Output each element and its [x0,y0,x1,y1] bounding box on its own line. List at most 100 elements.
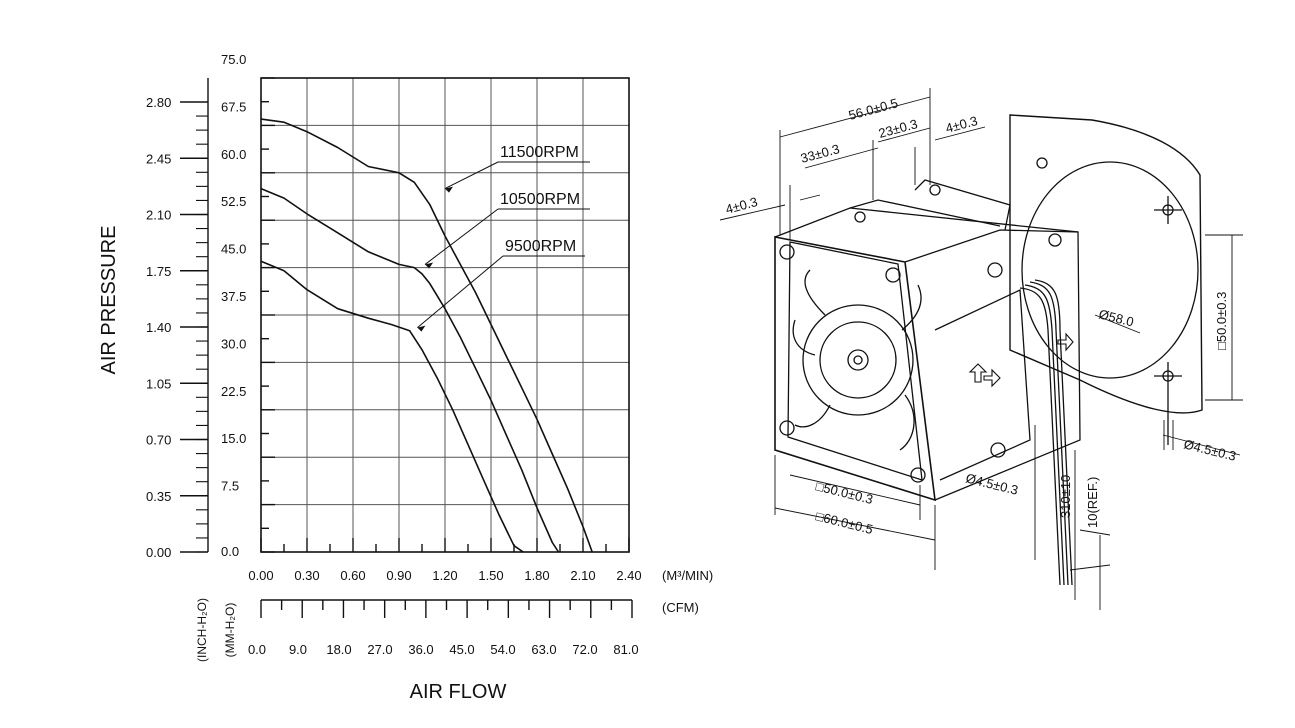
y-tick-inch: 1.75 [146,264,171,279]
rotation-arrow-icon [968,363,988,383]
fan-side-face [934,289,1031,481]
x-axis-title: AIR FLOW [410,681,507,703]
fan-dimension-drawing [719,88,1243,610]
fan-front-frame [774,236,936,502]
x-tick-cfm: 81.0 [613,642,638,657]
y-axis-inch: 0.000.350.701.051.401.752.102.452.80 [146,78,209,560]
lead-wire-4 [1034,279,1073,586]
rear-hole-br [990,442,1006,458]
dim-guard-depth: 23±0.3 [877,116,919,141]
front-hole-br [910,467,926,483]
y-tick-inch: 1.40 [146,320,171,335]
x-tick-m3min: 2.40 [616,568,641,583]
x-tick-cfm: 9.0 [289,642,307,657]
x-tick-m3min: 1.20 [432,568,457,583]
front-hole-tl [779,244,795,260]
front-hole-bl [779,420,795,436]
dim-strip-length: 10(REF.) [1085,477,1100,528]
y-tick-mm: 60.0 [221,147,246,162]
x-tick-cfm: 27.0 [367,642,392,657]
y-tick-mm: 30.0 [221,336,246,351]
x-unit-secondary: (CFM) [662,600,699,615]
y-tick-mm: 37.5 [221,289,246,304]
pq-curve-chart: 0.000.350.701.051.401.752.102.452.80 0.0… [98,52,713,703]
series-leader-line [444,161,499,190]
front-hole-tr [885,267,901,283]
dim-lead-length: 310±10 [1058,475,1073,518]
y-tick-mm: 52.5 [221,194,246,209]
dimension-lines [719,88,1243,610]
blade-5 [792,319,816,356]
dim-flange-right: 4±0.3 [944,113,979,136]
dim-hole-spacing-front: □50.0±0.3 [814,478,874,507]
y-tick-mm: 0.0 [221,544,239,559]
x-tick-m3min: 0.00 [248,568,273,583]
dim-hole-dia-front: Ø4.5±0.3 [964,470,1019,497]
dim-overall-length: 56.0±0.5 [847,95,900,123]
y-tick-inch: 0.00 [146,545,171,560]
series-leader-line [417,255,504,329]
top-hole-b [929,184,941,196]
y-tick-inch: 2.45 [146,151,171,166]
airflow-arrow-side-icon [1057,332,1074,352]
y-tick-inch: 0.35 [146,489,171,504]
series-label-10500RPM: 10500RPM [500,191,580,208]
series-leader-arrow [417,325,426,332]
chart-grid [261,78,629,552]
dim-hole-dia-side: Ø4.5±0.3 [1182,436,1237,463]
series-leader-arrow [445,186,453,193]
dim-frame-size: □60.0±0.5 [814,508,874,537]
fan-top-rim [849,199,1001,227]
x-tick-m3min: 2.10 [570,568,595,583]
impeller-shaft-outer [847,349,869,371]
y-tick-inch: 0.70 [146,433,171,448]
top-hole-a [854,211,866,223]
y-unit-primary: (INCH-H₂O) [195,598,209,662]
x-tick-cfm: 63.0 [531,642,556,657]
lead-wire-3 [1029,281,1069,586]
dim-hole-spacing-side: □50.0±0.3 [1214,292,1229,350]
x-tick-m3min: 0.60 [340,568,365,583]
x-tick-cfm: 18.0 [326,642,351,657]
y-tick-mm: 67.5 [221,99,246,114]
airflow-arrow-icon [983,368,1001,388]
y-tick-inch: 2.80 [146,95,171,110]
series-label-11500RPM: 11500RPM [500,144,579,161]
chart-series: 11500RPM 10500RPM 9500RPM [260,118,593,553]
y-axis-title: AIR PRESSURE [98,226,120,375]
blade-3 [899,394,915,451]
side-plate-outline [1009,114,1203,414]
fan-top-face [904,229,1079,263]
series-leader-arrow [425,262,434,269]
x-tick-cfm: 54.0 [490,642,515,657]
x-tick-m3min: 0.90 [386,568,411,583]
impeller-shaft [853,355,863,365]
dim-body-depth: 33±0.3 [799,141,841,166]
x-tick-cfm: 72.0 [572,642,597,657]
dim-guard-dia: Ø58.0 [1097,306,1135,329]
x-tick-cfm: 36.0 [408,642,433,657]
side-plate-hole-top [1036,157,1048,169]
y-tick-mm: 45.0 [221,242,246,257]
y-tick-mm: 22.5 [221,384,246,399]
lead-wire-2 [1024,284,1065,586]
series-line-11500RPM [260,118,593,553]
guard-ring [1021,161,1199,379]
dimension-labels: 56.0±0.5 33±0.3 23±0.3 4±0.3 4±0.3 □50.0… [724,95,1238,537]
lead-wire-1 [1019,287,1061,586]
blade-2 [901,284,922,331]
dim-flange-left: 4±0.3 [724,194,759,217]
series-line-9500RPM [260,260,524,553]
series-line-10500RPM [260,187,560,553]
x-unit-primary: (M³/MIN) [662,568,713,583]
x-tick-m3min: 1.50 [478,568,503,583]
impeller-hub [819,321,897,399]
fan-rear-flange [914,179,1011,231]
x-tick-m3min: 1.80 [524,568,549,583]
series-label-9500RPM: 9500RPM [505,238,576,255]
x-tick-cfm: 0.0 [248,642,266,657]
series-leader-line [424,208,499,265]
